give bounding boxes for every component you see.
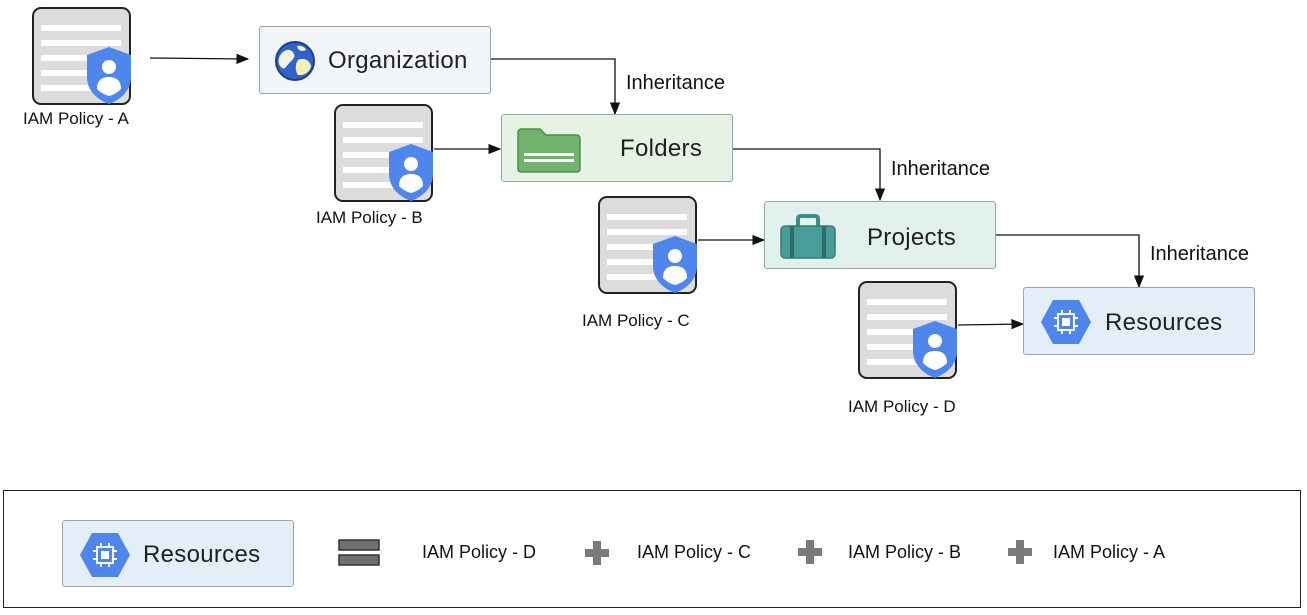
legend-term-policy-d: IAM Policy - D [422,542,537,562]
projects-node[interactable]: Projects [764,201,996,269]
legend-term-policy-a: IAM Policy - A [1053,542,1166,562]
legend-term-policy-c: IAM Policy - C [637,542,752,562]
organization-node[interactable]: Organization [259,26,491,94]
legend-resources-node: Resources [62,520,294,587]
inheritance-label-3: Inheritance [1150,243,1249,265]
folders-label: Folders [620,135,703,162]
plus-icon [797,539,823,570]
iam-policy-d-icon [858,281,958,384]
briefcase-icon [779,214,837,265]
legend-term-policy-b: IAM Policy - B [848,542,962,562]
folder-icon [516,127,582,178]
inheritance-label-2: Inheritance [891,158,990,180]
resources-label: Resources [1105,309,1223,336]
folders-node[interactable]: Folders [501,114,733,182]
iam-policy-a-caption: IAM Policy - A [23,109,129,128]
organization-label: Organization [328,47,468,74]
projects-label: Projects [867,224,957,251]
inheritance-label-1: Inheritance [626,72,725,94]
iam-policy-b-caption: IAM Policy - B [316,208,423,227]
equals-icon [338,539,380,572]
globe-icon [274,40,316,87]
plus-icon [1007,539,1033,570]
iam-policy-d-caption: IAM Policy - D [848,397,956,416]
iam-policy-c-caption: IAM Policy - C [582,311,690,330]
compute-hexagon-icon [1040,299,1092,350]
legend-compute-hexagon-icon [79,532,131,583]
effective-policy-legend [3,490,1301,608]
resources-node[interactable]: Resources [1023,287,1255,355]
inheritance-connector-3 [996,234,1145,289]
legend-resources-label: Resources [143,541,261,568]
arrow-policy-d-to-resources [957,318,1025,330]
iam-policy-b-icon [334,104,434,207]
plus-icon [584,540,610,571]
iam-policy-a-icon [32,7,132,110]
iam-policy-c-icon [598,196,698,299]
arrow-policy-a-to-organization [149,53,250,65]
inheritance-connector-2 [733,148,886,202]
inheritance-connector-1 [490,58,621,116]
